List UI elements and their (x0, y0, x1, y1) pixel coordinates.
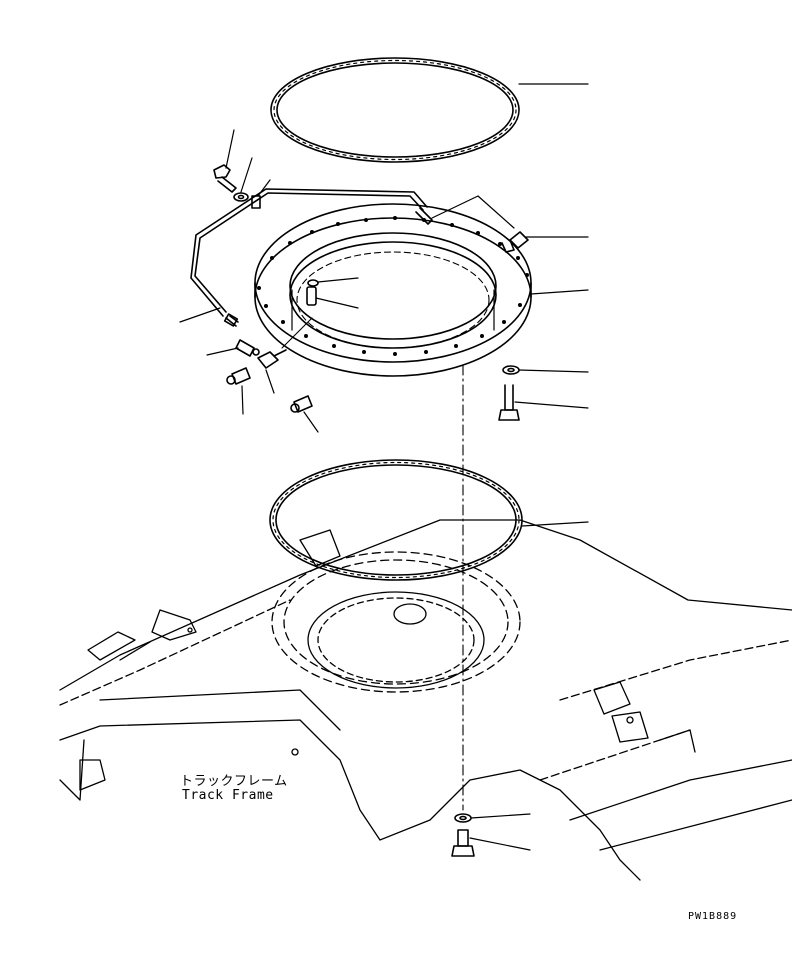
leader-line (518, 369, 589, 373)
leader-line (241, 385, 244, 415)
track-frame-label: Track Frame (182, 788, 274, 803)
plug-icon (307, 279, 319, 287)
leader-line (514, 401, 589, 409)
elbow-fitting (501, 231, 529, 253)
leader-line (470, 813, 531, 819)
leader-line (530, 289, 589, 295)
fitting-icon (235, 339, 260, 357)
bolt-icon (498, 384, 520, 421)
leader-line (281, 317, 313, 349)
washer-icon (502, 365, 520, 375)
leader-line (265, 369, 275, 394)
leader-line (315, 297, 359, 309)
leader-line (431, 195, 479, 219)
grease-tube (190, 188, 433, 317)
leader-line (240, 157, 253, 193)
top-seal-ring (270, 57, 520, 163)
leader-line (225, 129, 235, 169)
washer-icon (454, 813, 472, 823)
bolt-holes (257, 216, 529, 356)
leader-line (477, 195, 515, 229)
bolt-icon (451, 829, 475, 857)
grease-nipple-icon (290, 395, 313, 413)
leader-line (469, 837, 531, 851)
track-frame (59, 519, 792, 881)
swing-circle (254, 203, 532, 377)
washer-icon (233, 192, 249, 202)
grease-nipple-icon (226, 367, 251, 385)
track-frame-label-jp: トラックフレーム (180, 774, 288, 789)
bolt-icon (213, 164, 237, 193)
leader-line (317, 277, 359, 283)
drawing-code: PW1B889 (688, 911, 738, 922)
leader-line (257, 179, 271, 197)
fitting-icon (223, 313, 239, 327)
leader-line (521, 521, 589, 527)
leader-line (303, 411, 319, 433)
fitting-icon (257, 349, 287, 369)
leader-line (179, 307, 221, 323)
leader-line (206, 347, 239, 356)
dowel-pin (306, 286, 317, 306)
